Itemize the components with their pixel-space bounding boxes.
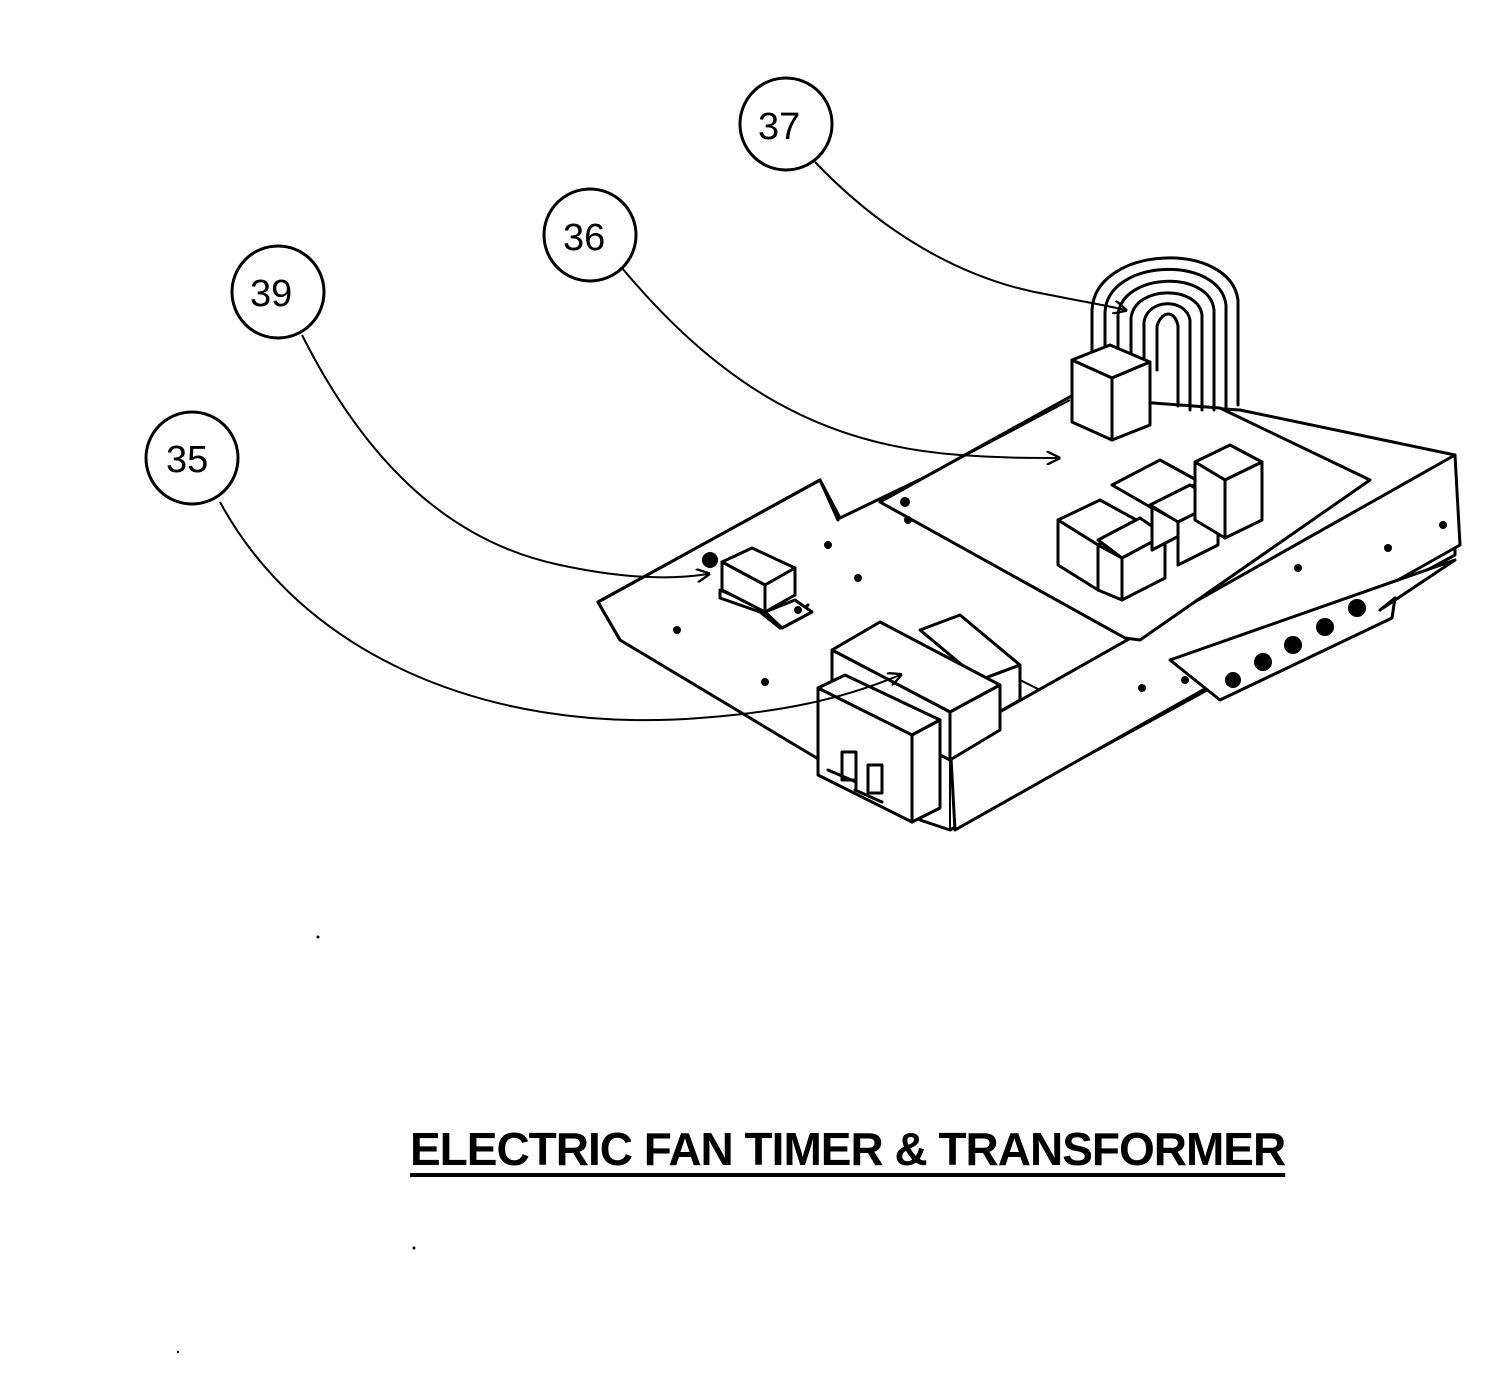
transformer (816, 613, 1041, 824)
callout-37: 37 (738, 76, 834, 172)
callout-39: 39 (230, 244, 326, 340)
small-relay (718, 546, 814, 630)
callout-35-label: 35 (166, 439, 208, 481)
board-relays (1056, 443, 1264, 602)
callout-36: 36 (542, 187, 638, 283)
scan-specks (176, 935, 416, 1354)
wire-harness (1070, 256, 1240, 442)
diagram-title: ELECTRIC FAN TIMER & TRANSFORMER (410, 1123, 1286, 1175)
callout-35: 35 (144, 410, 240, 506)
callout-37-label: 37 (758, 106, 800, 148)
callout-36-label: 36 (563, 217, 605, 259)
callout-39-label: 39 (250, 273, 292, 315)
leader-lines (219, 161, 1125, 722)
